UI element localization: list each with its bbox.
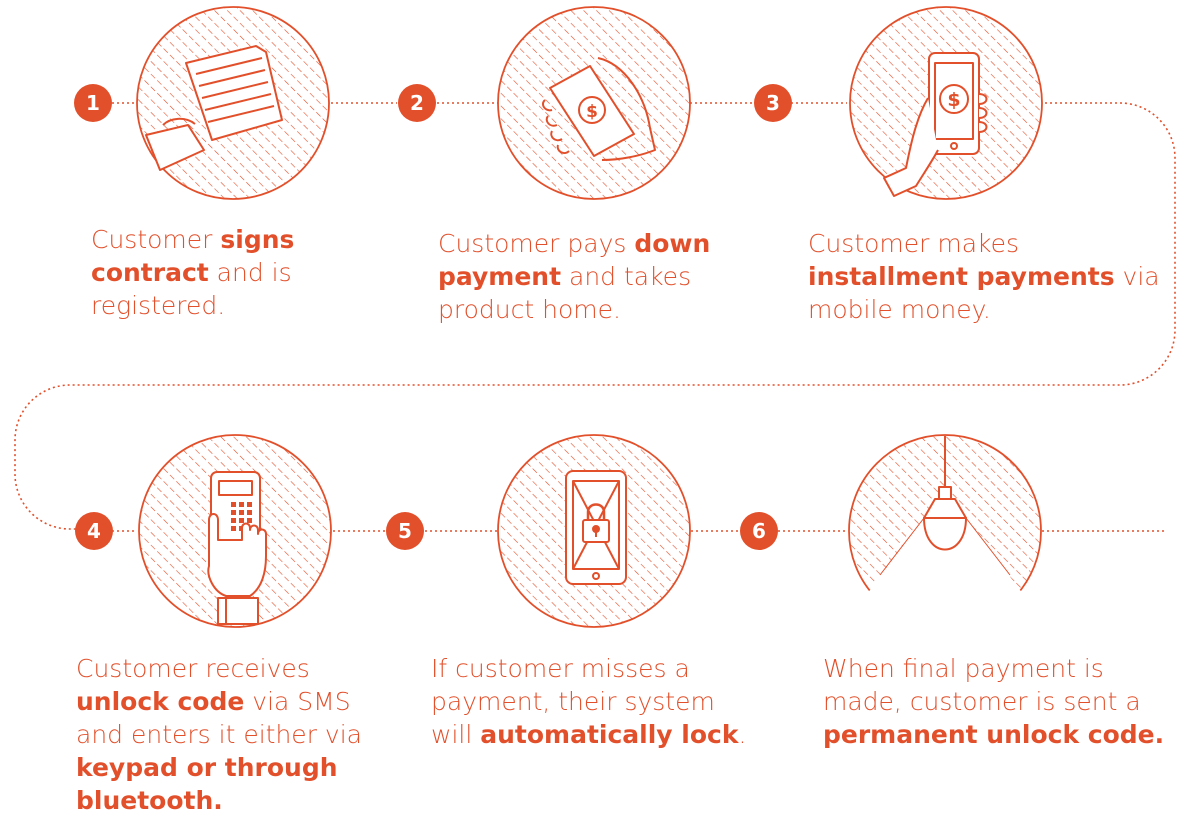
step-caption-5: If customer misses a payment, their syst… — [431, 652, 761, 751]
step-number-badge-6: 6 — [740, 512, 778, 550]
cash-in-hand-icon — [542, 57, 656, 161]
caption-text: and is registered. — [91, 258, 292, 320]
caption-text: and takes product home. — [438, 262, 692, 324]
caption-text: Customer receives — [76, 654, 310, 683]
caption-highlight: keypad or through bluetooth. — [76, 753, 338, 815]
step-number-badge-4: 4 — [75, 512, 113, 550]
svg-text:5: 5 — [398, 519, 412, 543]
step-caption-3: Customer makes installment payments via … — [808, 227, 1178, 326]
step-number-badge-2: 2 — [398, 84, 436, 122]
caption-highlight: down payment — [438, 229, 711, 291]
caption-highlight: automatically lock — [480, 720, 739, 749]
caption-text: via mobile money. — [808, 262, 1160, 324]
step-caption-2: Customer pays down payment and takes pro… — [438, 227, 758, 326]
dotted-connector — [14, 102, 1176, 532]
step-badges: 1 2 3 4 5 6 — [74, 84, 792, 550]
step-caption-6: When final payment is made, customer is … — [823, 652, 1178, 751]
step-caption-4: Customer receives unlock code via SMS an… — [76, 652, 376, 817]
caption-text: If customer misses a payment, their syst… — [431, 654, 715, 749]
hanging-lamp-icon — [855, 436, 1035, 673]
svg-text:4: 4 — [87, 519, 101, 543]
step-number-badge-3: 3 — [754, 84, 792, 122]
caption-highlight: unlock code — [76, 687, 245, 716]
caption-text: via SMS and enters it either via — [76, 687, 362, 749]
svg-text:$: $ — [947, 89, 960, 111]
step-caption-1: Customer signs contract and is registere… — [91, 223, 331, 322]
step-number-badge-1: 1 — [74, 84, 112, 122]
caption-text: . — [738, 720, 747, 749]
locked-device-icon — [565, 470, 627, 585]
caption-highlight: installment payments — [808, 262, 1115, 291]
dollar-sign-icon: $ — [586, 102, 598, 122]
svg-text:3: 3 — [766, 91, 780, 115]
keypad-press-icon — [207, 471, 267, 625]
svg-text:2: 2 — [410, 91, 424, 115]
contract-document-icon — [145, 45, 283, 171]
step-number-badge-5: 5 — [386, 512, 424, 550]
mobile-money-phone-icon — [883, 52, 988, 197]
caption-highlight: signs contract — [91, 225, 295, 287]
caption-text: Customer makes — [808, 229, 1020, 258]
caption-text: Customer pays — [438, 229, 635, 258]
caption-text: Customer — [91, 225, 221, 254]
caption-highlight: permanent unlock code. — [823, 720, 1165, 749]
svg-text:1: 1 — [86, 91, 100, 115]
caption-text: When final payment is made, customer is … — [823, 654, 1141, 716]
svg-text:6: 6 — [752, 519, 766, 543]
